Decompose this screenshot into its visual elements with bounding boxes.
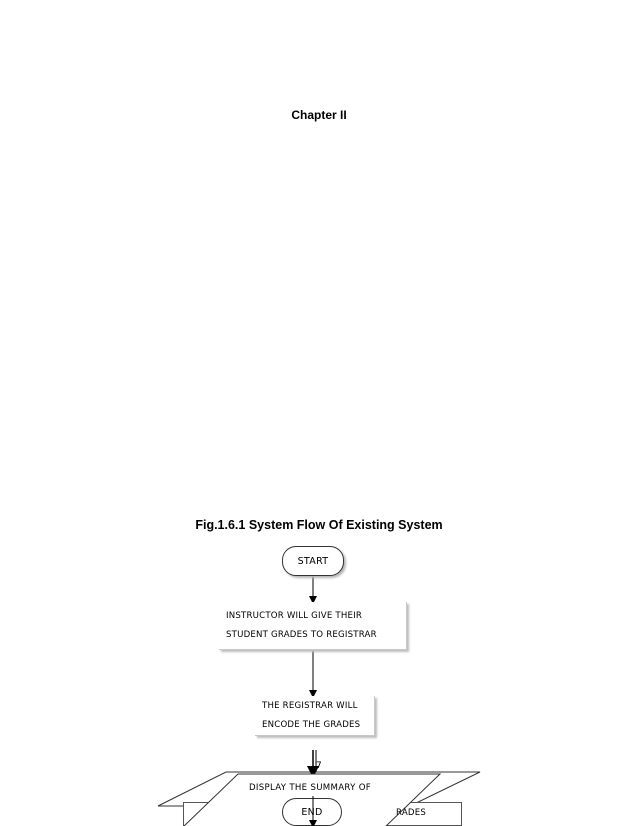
- start-label: START: [297, 555, 329, 567]
- start-terminal: START: [282, 546, 344, 576]
- process-step-instructor: INSTRUCTOR WILL GIVE THEIR STUDENT GRADE…: [219, 602, 407, 650]
- step2-line2: ENCODE THE GRADES: [262, 720, 361, 730]
- end-label: END: [301, 806, 323, 818]
- process-step-registrar: THE REGISTRAR WILL ENCODE THE GRADES: [255, 696, 375, 736]
- grades-fragment-label: RADES: [396, 808, 427, 818]
- display-summary-label: DISPLAY THE SUMMARY OF: [249, 783, 372, 793]
- step1-line2: STUDENT GRADES TO REGISTRAR: [226, 630, 377, 640]
- step1-line1: INSTRUCTOR WILL GIVE THEIR: [226, 611, 363, 621]
- page-number: 7: [316, 761, 322, 771]
- figure-caption: Fig.1.6.1 System Flow Of Existing System: [195, 518, 443, 532]
- chapter-heading: Chapter II: [291, 108, 347, 122]
- step2-line1: THE REGISTRAR WILL: [262, 701, 358, 711]
